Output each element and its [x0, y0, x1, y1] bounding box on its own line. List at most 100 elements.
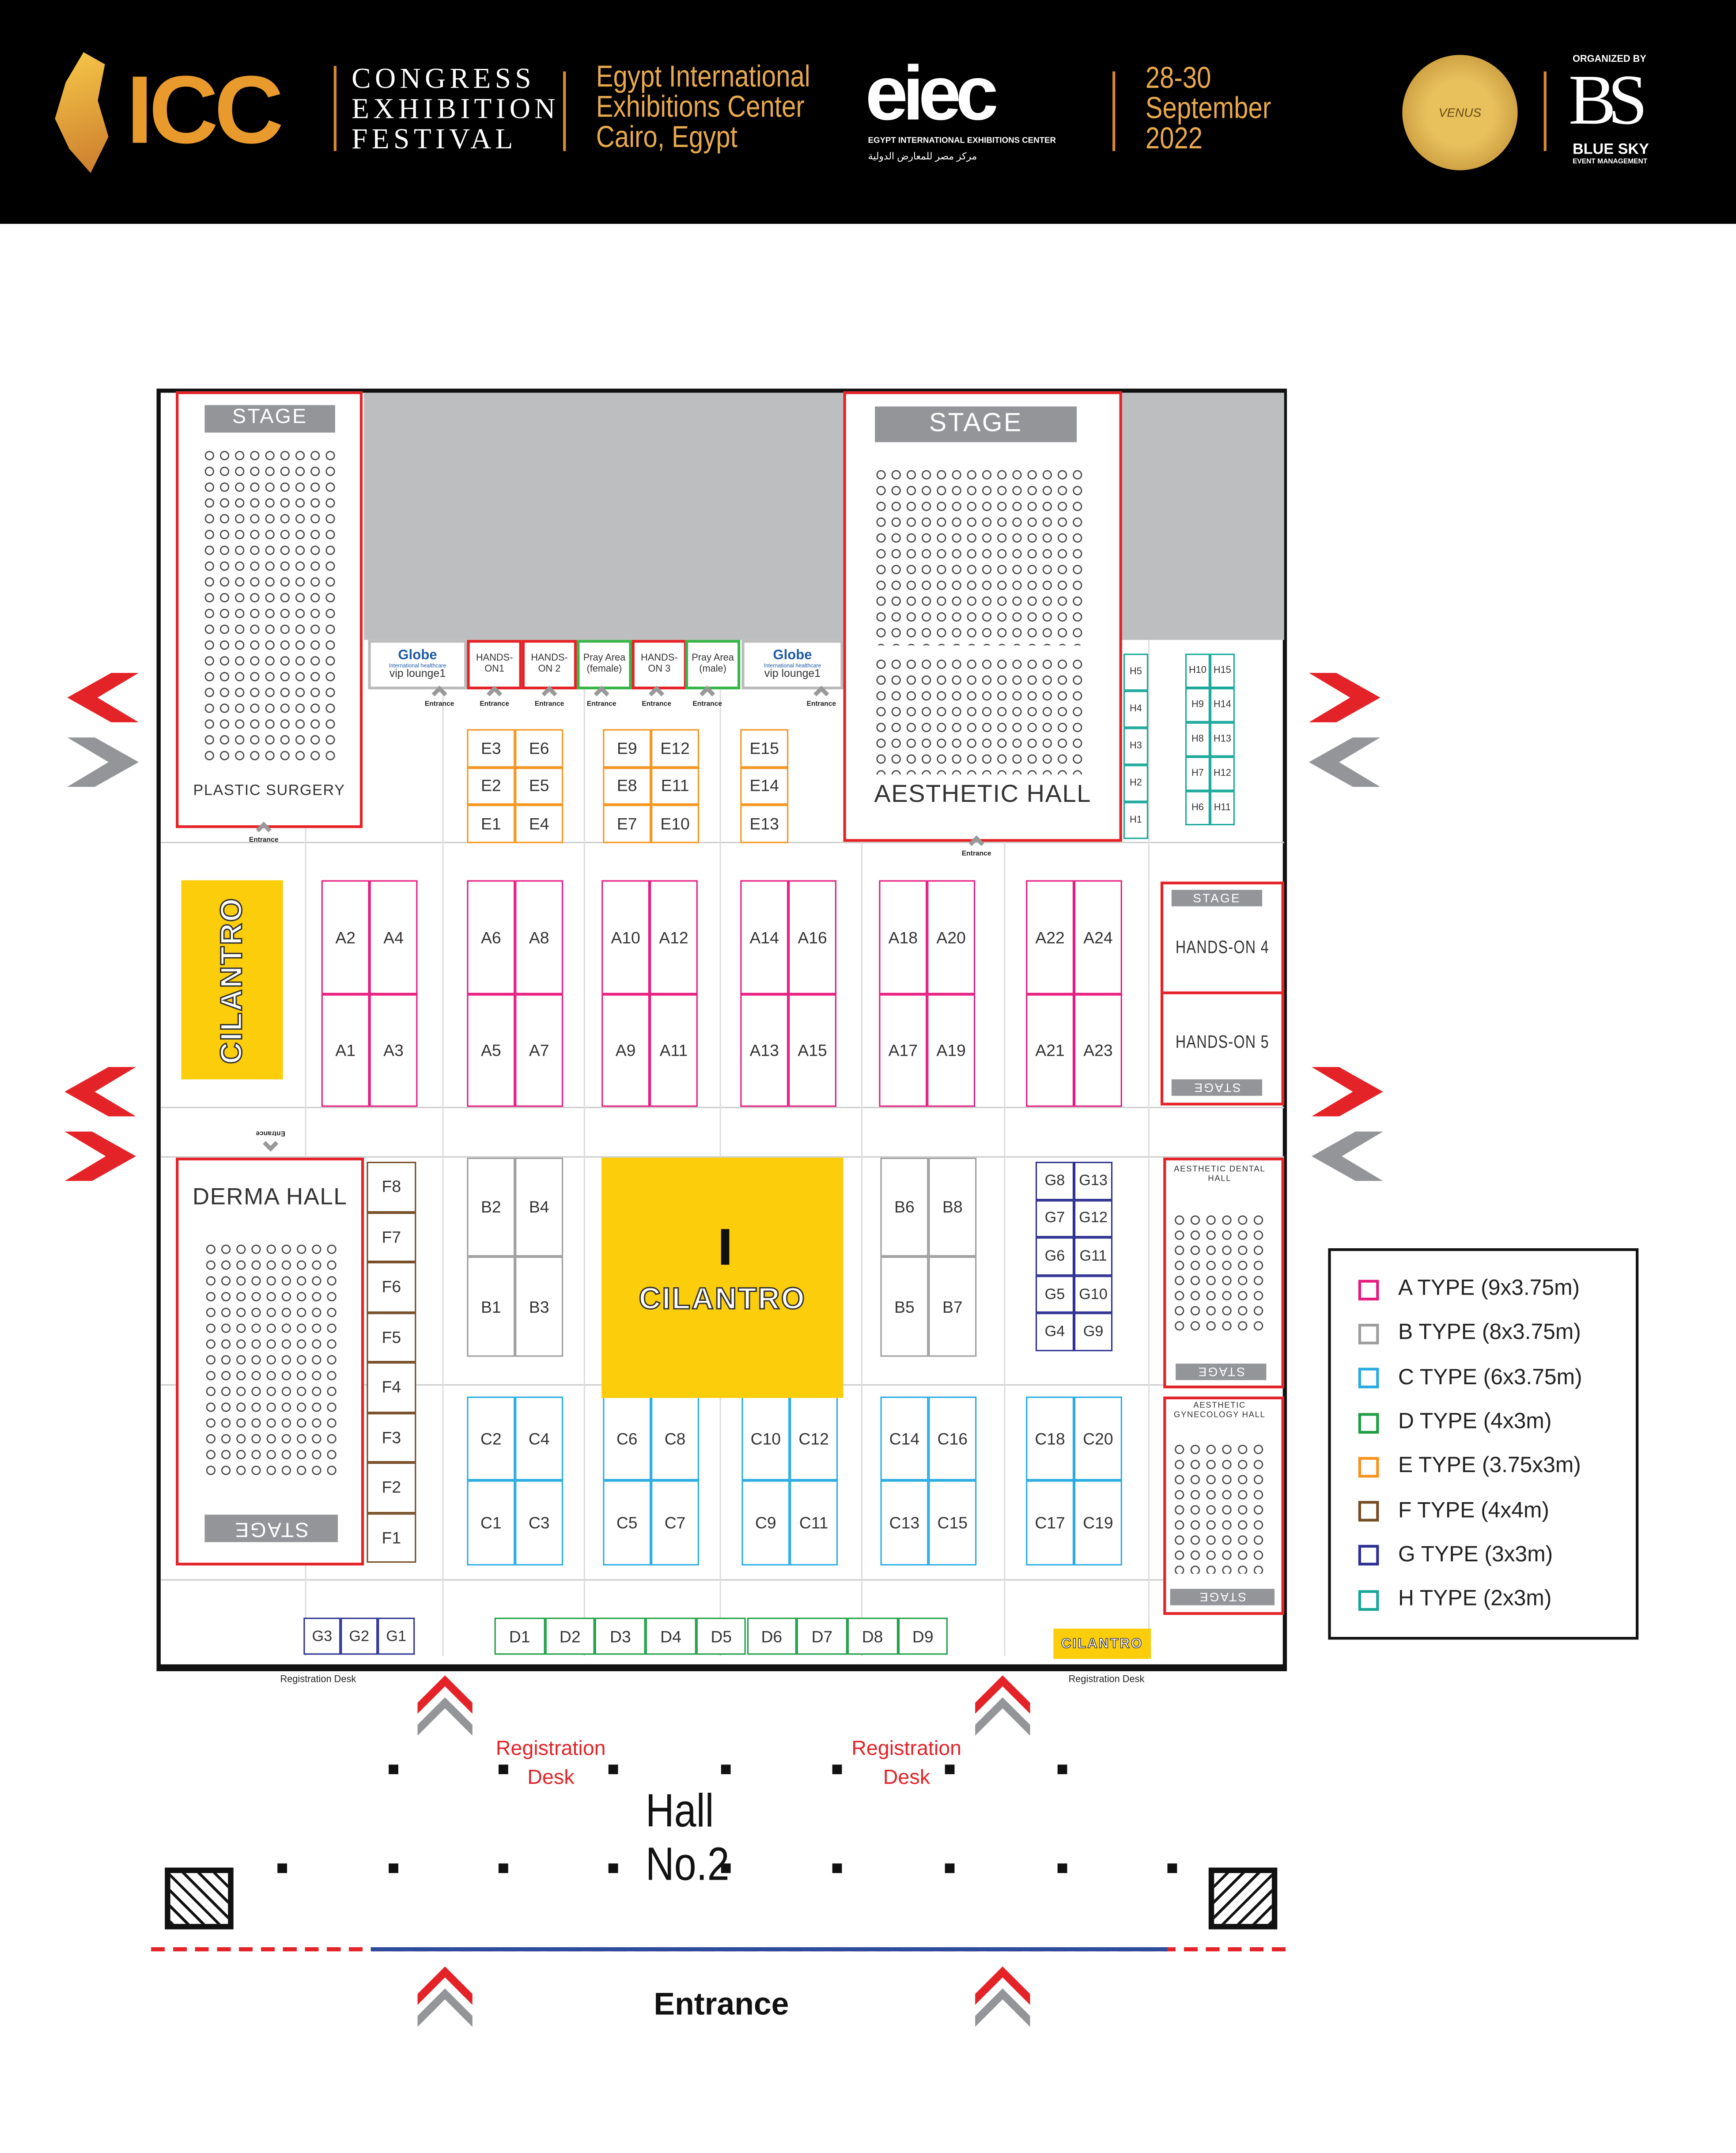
- booth-d9[interactable]: D9: [897, 1617, 948, 1655]
- booth-c16[interactable]: C16: [928, 1396, 977, 1481]
- booth-a23[interactable]: A23: [1074, 994, 1122, 1107]
- booth-d2[interactable]: D2: [545, 1617, 595, 1655]
- booth-a18[interactable]: A18: [879, 880, 927, 994]
- booth-c11[interactable]: C11: [790, 1480, 838, 1566]
- booth-g3[interactable]: G3: [303, 1617, 341, 1655]
- booth-e1[interactable]: E1: [467, 805, 515, 842]
- booth-h1[interactable]: H1: [1123, 802, 1148, 839]
- booth-g7[interactable]: G7: [1035, 1199, 1074, 1238]
- booth-h12[interactable]: H12: [1210, 756, 1235, 791]
- booth-c9[interactable]: C9: [741, 1480, 790, 1566]
- booth-a6[interactable]: A6: [467, 880, 515, 994]
- booth-d3[interactable]: D3: [595, 1617, 646, 1655]
- entrance-marker[interactable]: Entrance: [956, 838, 997, 858]
- booth-d1[interactable]: D1: [494, 1617, 545, 1655]
- booth-h14[interactable]: H14: [1210, 688, 1235, 722]
- booth-c15[interactable]: C15: [928, 1480, 977, 1566]
- pray-area-male[interactable]: Pray Area (male): [685, 640, 741, 690]
- booth-a24[interactable]: A24: [1074, 880, 1122, 994]
- booth-h6[interactable]: H6: [1185, 791, 1210, 826]
- booth-f6[interactable]: F6: [367, 1262, 416, 1312]
- booth-h11[interactable]: H11: [1210, 791, 1235, 826]
- booth-h15[interactable]: H15: [1210, 653, 1235, 688]
- booth-f3[interactable]: F3: [367, 1412, 416, 1463]
- booth-c10[interactable]: C10: [741, 1396, 790, 1481]
- booth-a19[interactable]: A19: [927, 994, 976, 1107]
- booth-c18[interactable]: C18: [1026, 1396, 1074, 1481]
- booth-g12[interactable]: G12: [1074, 1199, 1113, 1238]
- booth-c14[interactable]: C14: [880, 1396, 929, 1481]
- booth-f7[interactable]: F7: [367, 1212, 416, 1262]
- cilantro-area-small[interactable]: CILANTRO: [1053, 1628, 1151, 1659]
- booth-a4[interactable]: A4: [369, 880, 418, 994]
- booth-b6[interactable]: B6: [880, 1157, 929, 1257]
- booth-g11[interactable]: G11: [1074, 1237, 1113, 1276]
- booth-h10[interactable]: H10: [1185, 653, 1210, 688]
- booth-e15[interactable]: E15: [740, 729, 789, 767]
- booth-d5[interactable]: D5: [696, 1617, 747, 1655]
- booth-a21[interactable]: A21: [1026, 994, 1074, 1107]
- booth-e14[interactable]: E14: [740, 767, 789, 805]
- booth-b1[interactable]: B1: [467, 1256, 515, 1357]
- booth-e12[interactable]: E12: [651, 729, 699, 767]
- booth-c19[interactable]: C19: [1074, 1480, 1122, 1566]
- booth-c7[interactable]: C7: [651, 1480, 699, 1566]
- main-entrance-label[interactable]: Entrance: [654, 1986, 789, 2021]
- pray-area-female[interactable]: Pray Area (female): [577, 640, 632, 690]
- booth-h3[interactable]: H3: [1123, 728, 1148, 765]
- booth-g13[interactable]: G13: [1074, 1162, 1113, 1200]
- booth-a3[interactable]: A3: [369, 994, 418, 1107]
- booth-b4[interactable]: B4: [515, 1157, 564, 1257]
- booth-a9[interactable]: A9: [601, 994, 650, 1107]
- booth-e11[interactable]: E11: [651, 767, 699, 805]
- booth-f4[interactable]: F4: [367, 1362, 416, 1413]
- booth-e2[interactable]: E2: [467, 767, 515, 805]
- booth-e13[interactable]: E13: [740, 805, 789, 842]
- booth-e6[interactable]: E6: [515, 729, 564, 767]
- entrance-marker[interactable]: Entrance: [636, 688, 677, 709]
- booth-a12[interactable]: A12: [650, 880, 698, 994]
- booth-b8[interactable]: B8: [928, 1157, 977, 1257]
- booth-a11[interactable]: A11: [650, 994, 698, 1107]
- booth-b5[interactable]: B5: [880, 1256, 929, 1357]
- entrance-marker[interactable]: Entrance: [419, 688, 460, 709]
- entrance-marker[interactable]: Entrance: [474, 688, 515, 709]
- booth-a15[interactable]: A15: [788, 994, 836, 1107]
- booth-c17[interactable]: C17: [1026, 1480, 1074, 1566]
- booth-g10[interactable]: G10: [1074, 1275, 1113, 1314]
- booth-g8[interactable]: G8: [1035, 1162, 1074, 1200]
- booth-c4[interactable]: C4: [515, 1396, 564, 1481]
- booth-c1[interactable]: C1: [467, 1480, 515, 1566]
- booth-f5[interactable]: F5: [367, 1312, 416, 1363]
- booth-c12[interactable]: C12: [790, 1396, 838, 1481]
- booth-g2[interactable]: G2: [340, 1617, 378, 1655]
- booth-a2[interactable]: A2: [321, 880, 370, 994]
- booth-a13[interactable]: A13: [740, 994, 789, 1107]
- booth-c20[interactable]: C20: [1074, 1396, 1122, 1481]
- booth-h8[interactable]: H8: [1185, 722, 1210, 757]
- booth-b3[interactable]: B3: [515, 1256, 564, 1357]
- booth-a10[interactable]: A10: [601, 880, 650, 994]
- booth-g6[interactable]: G6: [1035, 1237, 1074, 1276]
- booth-a14[interactable]: A14: [740, 880, 789, 994]
- booth-a5[interactable]: A5: [467, 994, 515, 1107]
- booth-d6[interactable]: D6: [746, 1617, 797, 1655]
- hands-on-3-room[interactable]: HANDS-ON 3: [632, 640, 687, 690]
- booth-c2[interactable]: C2: [467, 1396, 515, 1481]
- booth-g1[interactable]: G1: [378, 1617, 415, 1655]
- booth-a8[interactable]: A8: [515, 880, 564, 994]
- booth-e5[interactable]: E5: [515, 767, 564, 805]
- booth-c8[interactable]: C8: [651, 1396, 699, 1481]
- booth-e9[interactable]: E9: [603, 729, 651, 767]
- booth-g4[interactable]: G4: [1035, 1313, 1074, 1352]
- booth-c3[interactable]: C3: [515, 1480, 564, 1566]
- booth-c13[interactable]: C13: [880, 1480, 929, 1566]
- booth-h7[interactable]: H7: [1185, 756, 1210, 791]
- booth-h2[interactable]: H2: [1123, 765, 1148, 802]
- booth-c6[interactable]: C6: [603, 1396, 651, 1481]
- cilantro-area-vertical[interactable]: CILANTRO: [181, 880, 283, 1080]
- booth-d4[interactable]: D4: [645, 1617, 696, 1655]
- booth-e10[interactable]: E10: [651, 805, 699, 842]
- booth-a20[interactable]: A20: [927, 880, 976, 994]
